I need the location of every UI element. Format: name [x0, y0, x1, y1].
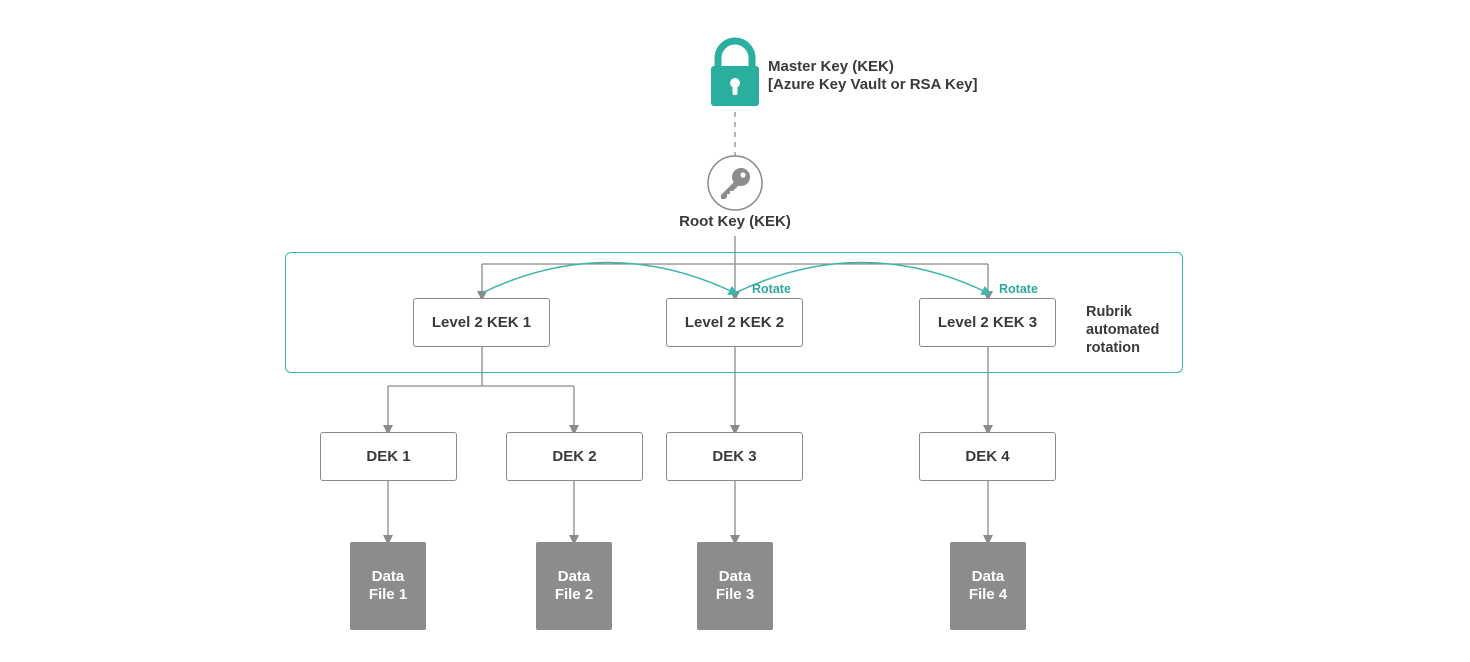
master-key-subtitle: [Azure Key Vault or RSA Key]	[768, 76, 978, 93]
data-file-3-line1: Data	[718, 568, 752, 585]
data-file-3-line2: File 3	[715, 586, 755, 603]
data-file-2-line2: File 2	[554, 586, 594, 603]
dek-4-box: DEK 4	[919, 432, 1056, 481]
root-key-label: Root Key (KEK)	[679, 213, 791, 230]
data-file-4: Data File 4	[950, 542, 1026, 630]
rotate-arc-1	[481, 261, 739, 295]
data-file-4-line1: Data	[971, 568, 1005, 585]
data-file-1: Data File 1	[350, 542, 426, 630]
rotate-label-2: Rotate	[999, 282, 1038, 296]
master-key-title: Master Key (KEK)	[768, 58, 894, 75]
key-icon	[707, 155, 763, 211]
lock-icon	[711, 37, 759, 106]
data-file-4-line2: File 4	[968, 586, 1008, 603]
rotation-group-label-line2: automated	[1086, 322, 1160, 338]
data-file-2: Data File 2	[536, 542, 612, 630]
data-file-3: Data File 3	[697, 542, 773, 630]
rotation-group-label-line1: Rubrik	[1086, 304, 1132, 320]
level2-kek-3-box: Level 2 KEK 3	[919, 298, 1056, 347]
data-file-2-line1: Data	[557, 568, 591, 585]
data-file-1-line1: Data	[371, 568, 405, 585]
data-file-1-line2: File 1	[368, 586, 408, 603]
rotate-arc-2	[734, 261, 992, 295]
dek-2-box: DEK 2	[506, 432, 643, 481]
level2-kek-2-box: Level 2 KEK 2	[666, 298, 803, 347]
dek-3-box: DEK 3	[666, 432, 803, 481]
rotation-group-frame	[285, 252, 1183, 373]
dek-1-box: DEK 1	[320, 432, 457, 481]
master-key-label: Master Key (KEK) [Azure Key Vault or RSA…	[768, 58, 978, 94]
rotation-group-label: Rubrik automated rotation	[1086, 303, 1159, 357]
level2-kek-1-box: Level 2 KEK 1	[413, 298, 550, 347]
rotate-label-1: Rotate	[752, 282, 791, 296]
rotation-group-label-line3: rotation	[1086, 340, 1140, 356]
